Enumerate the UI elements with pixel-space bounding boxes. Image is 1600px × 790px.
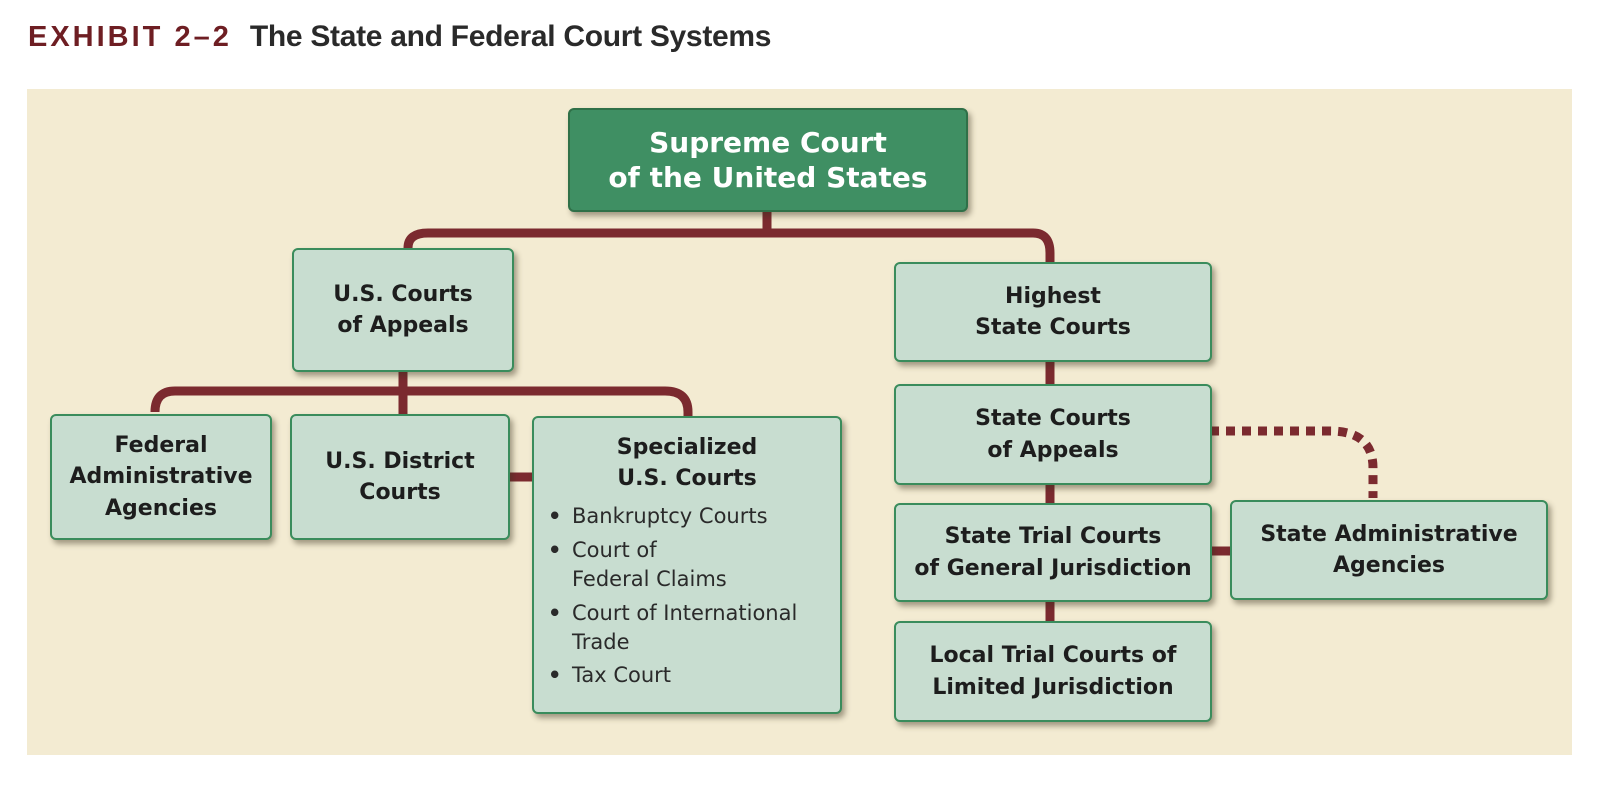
box-local-trial-courts-limited: Local Trial Courts of Limited Jurisdicti… (894, 621, 1212, 722)
box-state-administrative-agencies-line-2: Agencies (1333, 553, 1445, 578)
list-item-tax-court-text: Tax Court (572, 663, 672, 688)
box-highest-state-courts-line-2: State Courts (975, 315, 1131, 340)
list-item-court-of-international-trade-text-1: Court of International (572, 600, 798, 625)
box-highest-state-courts-line-1: Highest (1005, 283, 1101, 309)
box-state-courts-of-appeals-line-2: of Appeals (987, 437, 1119, 463)
box-us-courts-of-appeals-line-1: U.S. Courts (333, 281, 473, 307)
box-us-courts-of-appeals: U.S. Courts of Appeals (292, 248, 514, 372)
list-item-bankruptcy-courts: Bankruptcy Courts (546, 502, 797, 532)
box-state-trial-courts-general-line-2: of General Jurisdiction (914, 555, 1192, 581)
box-us-district-courts-line-2: Courts (359, 480, 441, 505)
box-state-courts-of-appeals: State Courts of Appeals (894, 384, 1212, 485)
box-federal-administrative-agencies-line-1: Federal (114, 433, 208, 459)
list-item-bankruptcy-courts-text: Bankruptcy Courts (572, 504, 768, 529)
box-state-trial-courts-general-line-1: State Trial Courts (944, 524, 1162, 550)
box-state-courts-of-appeals-line-1: State Courts (975, 406, 1131, 432)
box-us-district-courts: U.S. District Courts (290, 414, 510, 540)
box-state-trial-courts-general: State Trial Courts of General Jurisdicti… (894, 503, 1212, 602)
list-item-court-of-international-trade: Court of International Trade (546, 599, 797, 658)
box-state-administrative-agencies: State Administrative Agencies (1230, 500, 1548, 600)
connector-federal-branches (150, 386, 693, 418)
box-us-courts-of-appeals-line-2: of Appeals (337, 313, 469, 338)
exhibit-header: EXHIBIT 2–2 The State and Federal Court … (28, 20, 771, 60)
box-supreme-court: Supreme Court of the United States (568, 108, 968, 212)
list-item-tax-court: Tax Court (546, 661, 797, 691)
list-item-court-of-international-trade-text-2: Trade (572, 630, 630, 655)
box-supreme-court-line-2: of the United States (608, 161, 928, 194)
list-item-court-of-federal-claims-text-1: Court of (572, 537, 657, 562)
box-federal-administrative-agencies-line-2: Administrative (69, 464, 253, 490)
box-specialized-us-courts-line-1: Specialized (616, 435, 758, 460)
box-local-trial-courts-limited-line-2: Limited Jurisdiction (932, 674, 1174, 700)
exhibit-label: EXHIBIT 2–2 (28, 21, 232, 53)
specialized-courts-list: Bankruptcy Courts Court of Federal Claim… (546, 502, 797, 694)
box-federal-administrative-agencies-line-3: Agencies (105, 495, 217, 521)
box-federal-administrative-agencies: Federal Administrative Agencies (50, 414, 272, 540)
box-supreme-court-line-1: Supreme Court (649, 126, 887, 159)
box-state-administrative-agencies-line-1: State Administrative (1260, 521, 1518, 547)
list-item-court-of-federal-claims-text-2: Federal Claims (572, 567, 727, 592)
connector-dotted-agencies-appeals (1210, 426, 1378, 498)
exhibit-title: The State and Federal Court Systems (249, 20, 772, 53)
box-specialized-us-courts: Specialized U.S. Courts Bankruptcy Court… (532, 416, 842, 714)
box-specialized-us-courts-line-2: U.S. Courts (617, 466, 757, 492)
box-us-district-courts-line-1: U.S. District (325, 448, 475, 474)
box-local-trial-courts-limited-line-1: Local Trial Courts of (929, 643, 1177, 669)
connector-supreme-branches (403, 228, 1055, 262)
box-highest-state-courts: Highest State Courts (894, 262, 1212, 362)
list-item-court-of-federal-claims: Court of Federal Claims (546, 536, 797, 595)
